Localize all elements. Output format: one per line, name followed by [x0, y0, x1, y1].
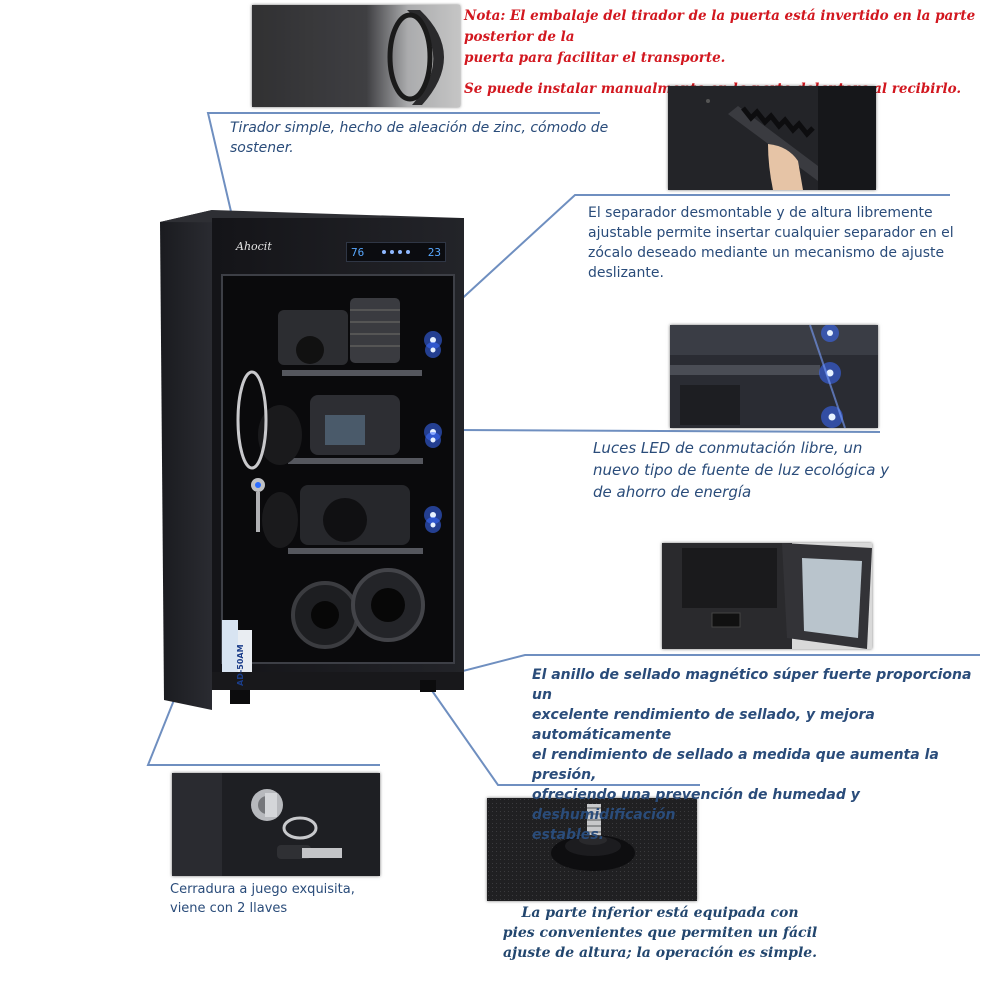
panel-button-icon[interactable] — [398, 250, 402, 254]
caption-line: estables. — [532, 827, 604, 843]
caption-lock: Cerradura a juego exquisita, viene con 2… — [170, 880, 430, 918]
separator-closeup-image — [668, 86, 876, 190]
caption-line: ajuste de altura; la operación es simple… — [502, 945, 818, 961]
control-panel: 76 23 — [346, 242, 446, 262]
note-line-1: Nota: El embalaje del tirador de la puer… — [464, 8, 976, 45]
caption-line: Tirador simple, hecho de aleación de zin… — [230, 120, 609, 136]
cabinet-brand-logo: Ahocit — [236, 240, 272, 253]
caption-line: Luces LED de conmutación libre, un — [593, 439, 863, 457]
caption-line: viene con 2 llaves — [170, 901, 288, 916]
handle-closeup-image — [252, 5, 460, 107]
humidity-readout: 76 — [351, 245, 365, 259]
caption-line: pies convenientes que permiten un fácil — [502, 925, 818, 941]
panel-button-icon[interactable] — [390, 250, 394, 254]
caption-led: Luces LED de conmutación libre, un nuevo… — [593, 437, 993, 503]
caption-line: nuevo tipo de fuente de luz ecológica y — [593, 461, 890, 479]
lock-closeup-image — [172, 773, 380, 876]
caption-separator: El separador desmontable y de altura lib… — [588, 203, 993, 283]
panel-button-icon[interactable] — [406, 250, 410, 254]
caption-line: zócalo deseado mediante un mecanismo de … — [588, 245, 945, 261]
caption-line: sostener. — [230, 140, 294, 156]
foot-closeup-image — [487, 798, 697, 901]
caption-line: deslizante. — [588, 265, 664, 281]
led-closeup-image — [670, 325, 878, 428]
caption-handle: Tirador simple, hecho de aleación de zin… — [230, 118, 630, 158]
caption-line: ofreciendo una prevención de humedad y d… — [532, 787, 860, 823]
caption-feet: La parte inferior está equipada con pies… — [480, 903, 840, 963]
cabinet-side-label: AD-50AM — [236, 636, 250, 686]
seal-closeup-image — [662, 543, 872, 649]
caption-line: de ahorro de energía — [593, 483, 752, 501]
caption-line: excelente rendimiento de sellado, y mejo… — [532, 707, 875, 743]
brand-text: Ahocit — [236, 240, 272, 253]
caption-line: La parte inferior está equipada con — [521, 905, 799, 921]
dry-cabinet-image — [160, 210, 464, 710]
caption-seal: El anillo de sellado magnético súper fue… — [532, 665, 994, 845]
model-label: AD-50AM — [236, 644, 245, 686]
temperature-readout: 23 — [427, 245, 441, 259]
caption-line: El separador desmontable y de altura lib… — [588, 205, 933, 221]
control-buttons — [382, 250, 410, 254]
caption-line: el rendimiento de sellado a medida que a… — [532, 747, 939, 783]
note-line-2: puerta para facilitar el transporte. — [464, 50, 726, 66]
caption-line: ajustable permite insertar cualquier sep… — [588, 225, 954, 241]
panel-button-icon[interactable] — [382, 250, 386, 254]
caption-line: El anillo de sellado magnético súper fue… — [532, 667, 972, 703]
caption-line: Cerradura a juego exquisita, — [170, 882, 355, 897]
